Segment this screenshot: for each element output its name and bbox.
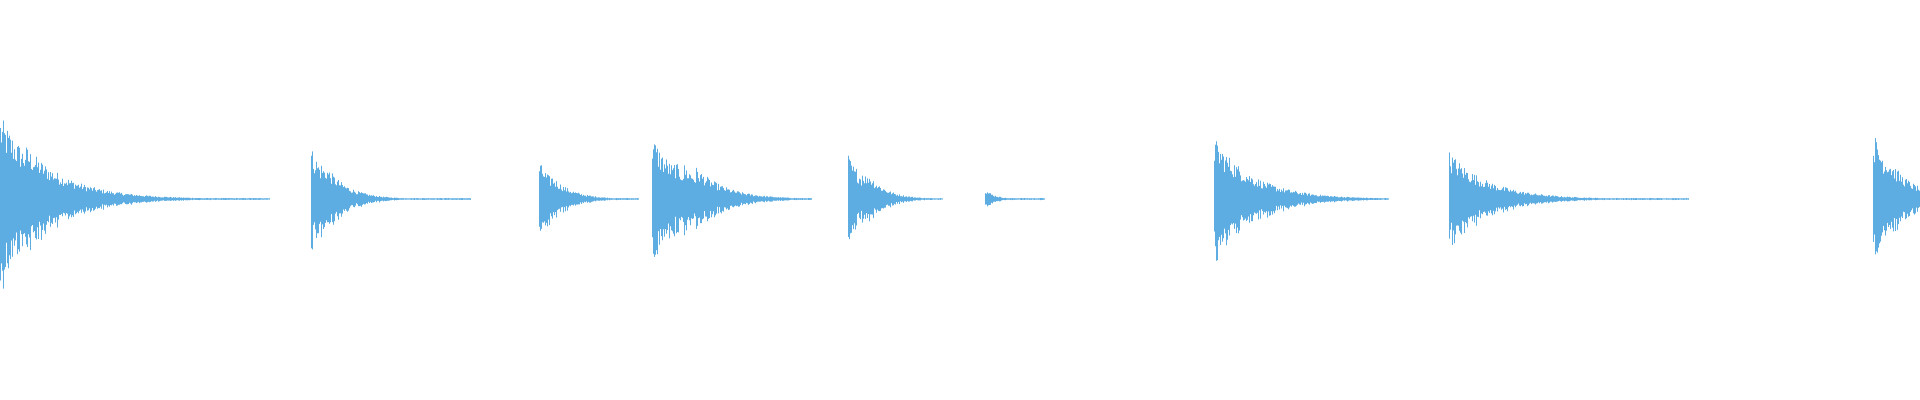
waveform-shape	[0, 120, 1920, 289]
